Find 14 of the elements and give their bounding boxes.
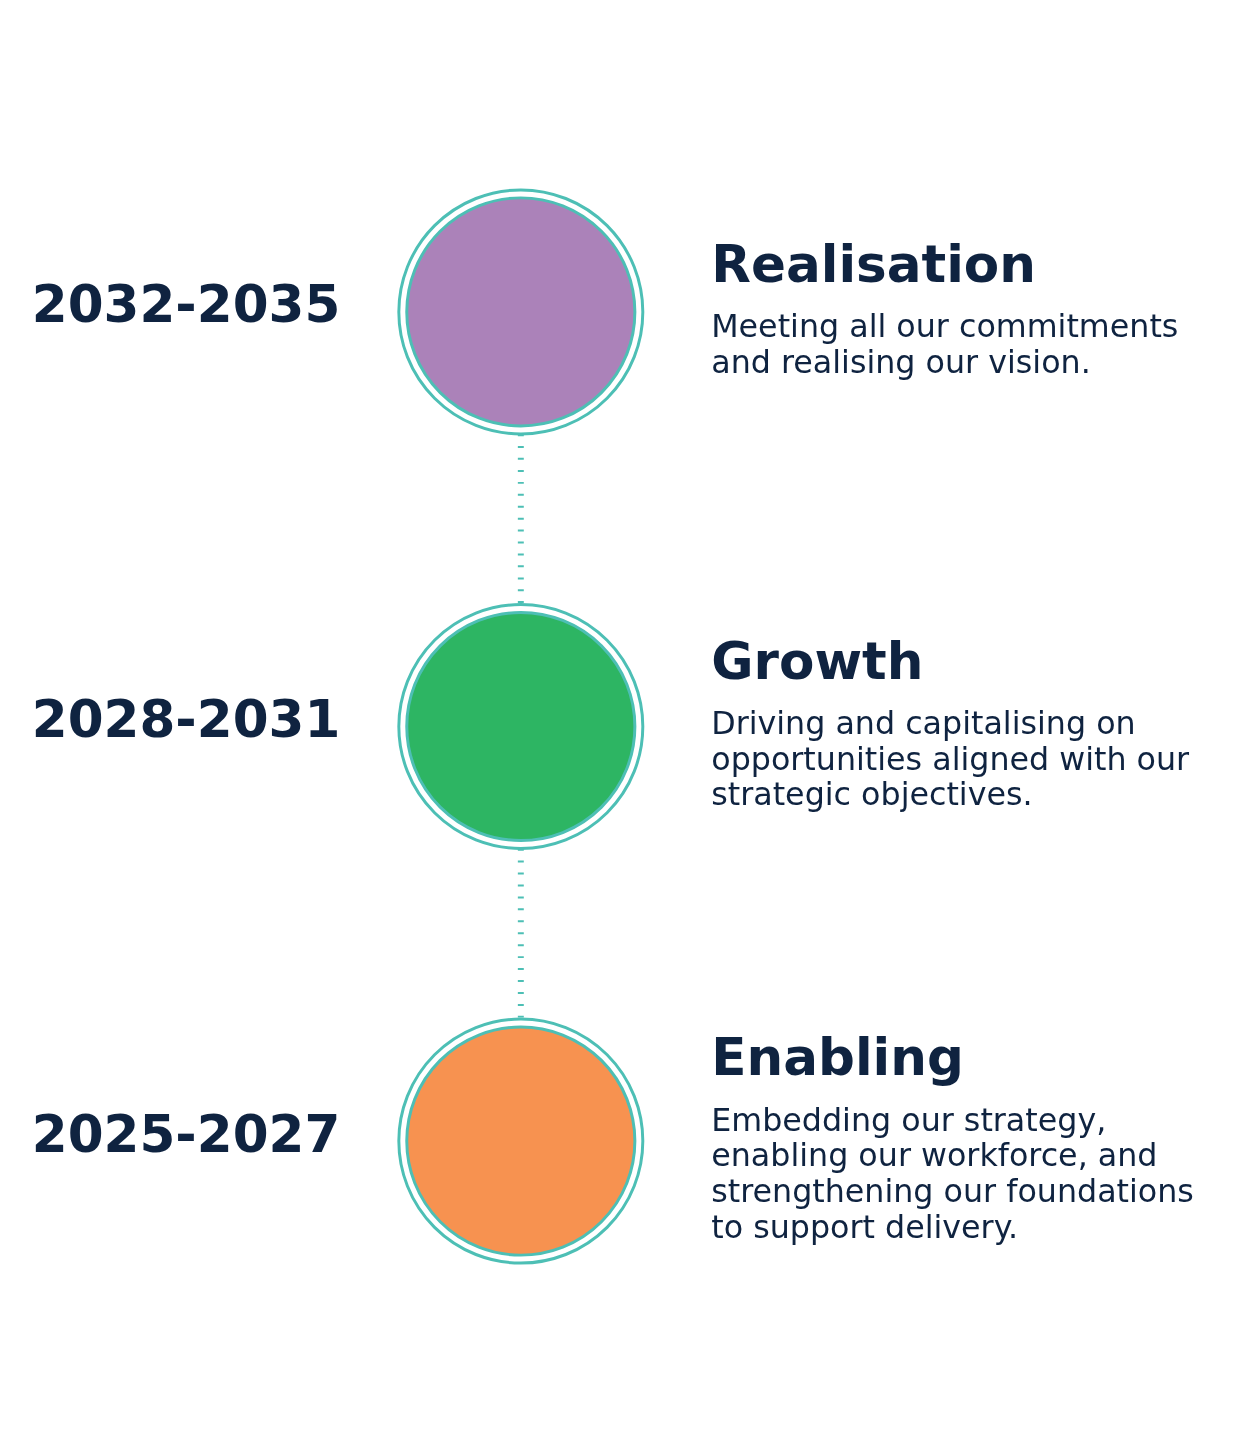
node-label: 2025-2027: [31, 1103, 341, 1164]
node-label: 2032-2035: [31, 273, 341, 334]
node-label: Driving and capitalising on opportunities aligned with our strategic objectives.: [711, 704, 1190, 812]
node-label: 2028-2031: [31, 688, 341, 749]
node-label: Embedding our strategy, enabling our workforce, and strengthening our foundations to support delivery.: [711, 1101, 1194, 1245]
connector: [517, 433, 524, 604]
node-label: Growth: [711, 630, 924, 690]
connector: [517, 848, 524, 1019]
node-label: Enabling: [711, 1026, 964, 1087]
node-label: Realisation: [711, 233, 1037, 294]
node-label: Meeting all our commitments and realising our vision.: [711, 307, 1179, 380]
node-circle: [397, 602, 645, 850]
node-circle: [397, 1017, 645, 1265]
node-circle: [397, 187, 645, 435]
